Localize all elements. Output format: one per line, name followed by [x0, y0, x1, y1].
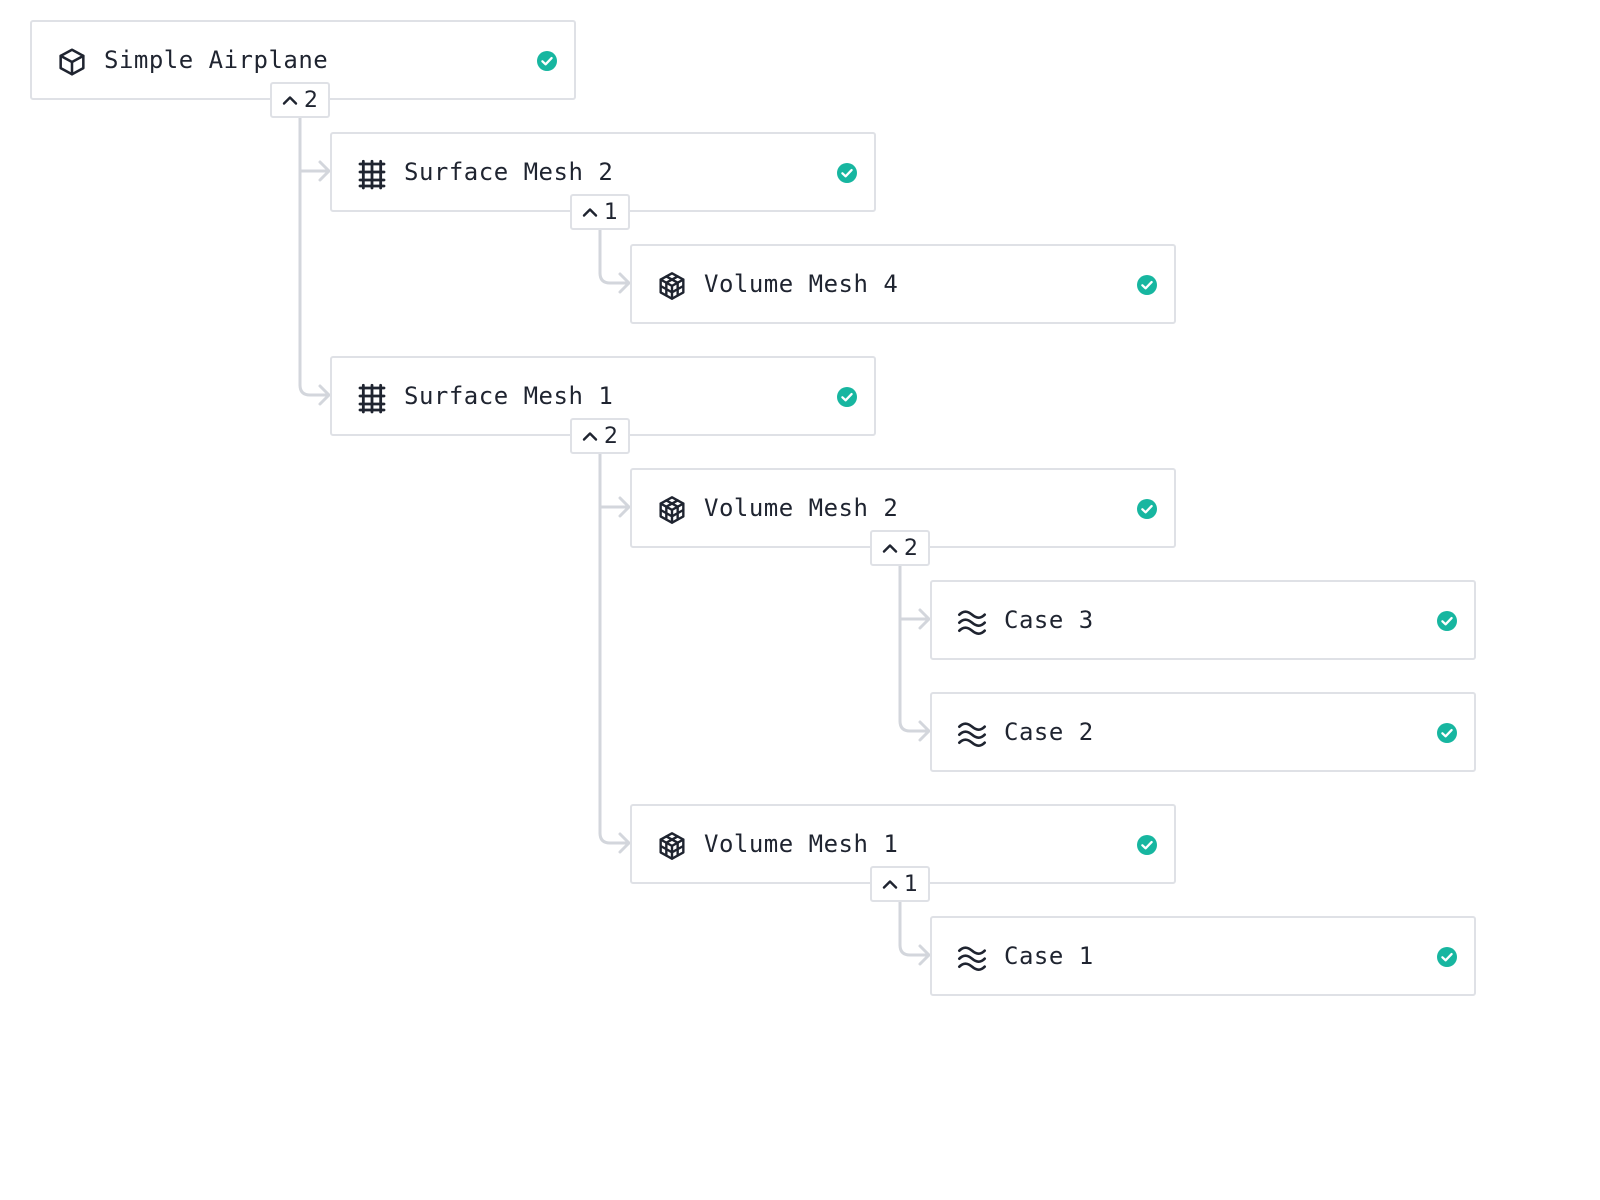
check-circle-icon	[1136, 834, 1158, 856]
chevron-up-icon	[281, 92, 299, 108]
chevron-up-icon	[881, 540, 899, 556]
child-count: 2	[304, 88, 318, 113]
connector-branch	[898, 719, 930, 733]
check-circle-icon	[536, 50, 558, 72]
node-label: Simple Airplane	[104, 46, 329, 74]
child-count: 2	[904, 536, 918, 561]
waves-icon	[956, 942, 988, 974]
connector-branch	[898, 943, 930, 957]
check-circle-icon	[836, 162, 858, 184]
check-circle-icon	[1136, 274, 1158, 296]
node-label: Surface Mesh 2	[404, 158, 614, 186]
node-label: Case 3	[1004, 606, 1094, 634]
arrow-right-icon	[618, 832, 631, 854]
arrow-right-icon	[918, 720, 931, 742]
collapse-toggle-volume-mesh-1[interactable]: 1	[870, 866, 930, 902]
connector-branch	[598, 271, 630, 285]
mesh-cube-icon	[656, 494, 688, 526]
check-circle-icon	[1436, 946, 1458, 968]
tree-node-case-3[interactable]: Case 3	[930, 580, 1476, 660]
chevron-up-icon	[581, 428, 599, 444]
mesh-cube-icon	[656, 830, 688, 862]
arrow-right-icon	[318, 160, 331, 182]
arrow-right-icon	[318, 384, 331, 406]
grid-icon	[356, 382, 388, 414]
arrow-right-icon	[618, 496, 631, 518]
node-label: Surface Mesh 1	[404, 382, 614, 410]
collapse-toggle-simple-airplane[interactable]: 2	[270, 82, 330, 118]
node-label: Volume Mesh 4	[704, 270, 899, 298]
collapse-toggle-volume-mesh-2[interactable]: 2	[870, 530, 930, 566]
connector-branch	[298, 383, 330, 397]
check-circle-icon	[1136, 498, 1158, 520]
child-count: 1	[904, 872, 918, 897]
chevron-up-icon	[881, 876, 899, 892]
tree-node-case-1[interactable]: Case 1	[930, 916, 1476, 996]
chevron-up-icon	[581, 204, 599, 220]
node-label: Case 1	[1004, 942, 1094, 970]
cube-icon	[56, 46, 88, 78]
waves-icon	[956, 606, 988, 638]
waves-icon	[956, 718, 988, 750]
node-label: Case 2	[1004, 718, 1094, 746]
collapse-toggle-surface-mesh-1[interactable]: 2	[570, 418, 630, 454]
mesh-cube-icon	[656, 270, 688, 302]
child-count: 2	[604, 424, 618, 449]
child-count: 1	[604, 200, 618, 225]
tree-node-volume-mesh-4[interactable]: Volume Mesh 4	[630, 244, 1176, 324]
grid-icon	[356, 158, 388, 190]
check-circle-icon	[836, 386, 858, 408]
arrow-right-icon	[618, 272, 631, 294]
arrow-right-icon	[918, 608, 931, 630]
tree-node-case-2[interactable]: Case 2	[930, 692, 1476, 772]
connector-branch	[598, 831, 630, 845]
node-label: Volume Mesh 1	[704, 830, 899, 858]
arrow-right-icon	[918, 944, 931, 966]
node-label: Volume Mesh 2	[704, 494, 899, 522]
collapse-toggle-surface-mesh-2[interactable]: 1	[570, 194, 630, 230]
check-circle-icon	[1436, 610, 1458, 632]
check-circle-icon	[1436, 722, 1458, 744]
